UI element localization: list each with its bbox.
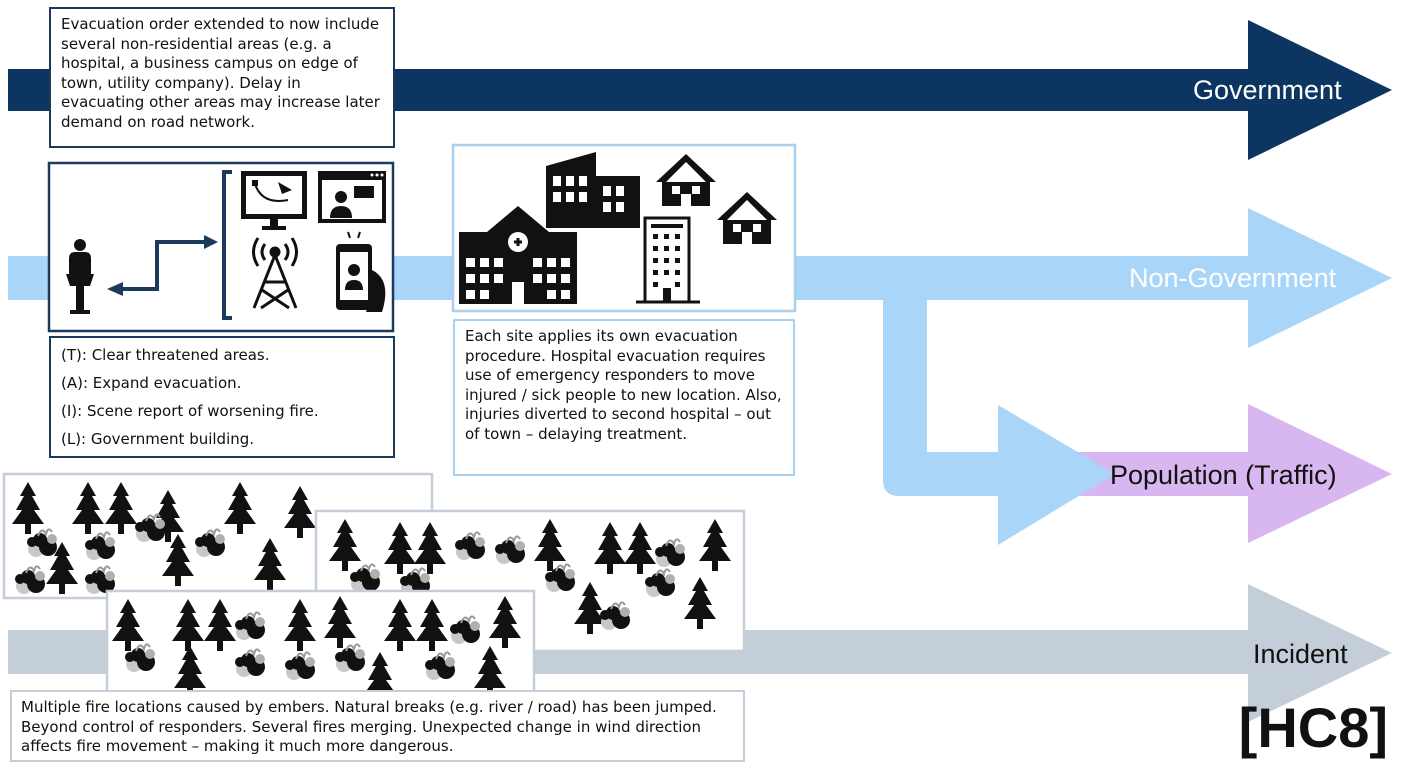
speaker-at-podium-icon bbox=[66, 239, 94, 314]
population-lane-label: Population (Traffic) bbox=[1110, 460, 1337, 490]
government-lane-label: Government bbox=[1193, 75, 1342, 105]
monitor-design-icon bbox=[241, 171, 307, 230]
bidirectional-arrow-icon bbox=[107, 235, 218, 296]
radio-tower-icon bbox=[252, 237, 298, 310]
site-procedure-note: Each site applies its own evacuation pro… bbox=[453, 319, 795, 476]
evacuation-order-note: Evacuation order extended to now include… bbox=[49, 7, 395, 148]
forest-panel-front bbox=[105, 589, 536, 704]
fire-description-note: Multiple fire locations caused by embers… bbox=[10, 690, 745, 762]
apartment-tower-icon bbox=[636, 216, 700, 304]
buildings-panel bbox=[451, 143, 797, 313]
incident-lane-label: Incident bbox=[1253, 639, 1348, 669]
office-building-icon bbox=[546, 152, 640, 228]
communication-panel bbox=[47, 161, 395, 333]
tail-item-action: (A): Expand evacuation. bbox=[61, 374, 242, 392]
tail-list-box: (T): Clear threatened areas. (A): Expand… bbox=[49, 336, 395, 458]
scenario-tag: [HC8] bbox=[1238, 696, 1388, 759]
tail-item-information: (I): Scene report of worsening fire. bbox=[61, 402, 319, 420]
video-call-icon bbox=[318, 171, 386, 223]
non-government-lane-label: Non-Government bbox=[1129, 263, 1337, 293]
tail-item-location: (L): Government building. bbox=[61, 430, 255, 448]
smartphone-call-icon bbox=[336, 231, 386, 312]
tail-item-threat: (T): Clear threatened areas. bbox=[61, 346, 270, 364]
hospital-icon bbox=[459, 206, 577, 304]
